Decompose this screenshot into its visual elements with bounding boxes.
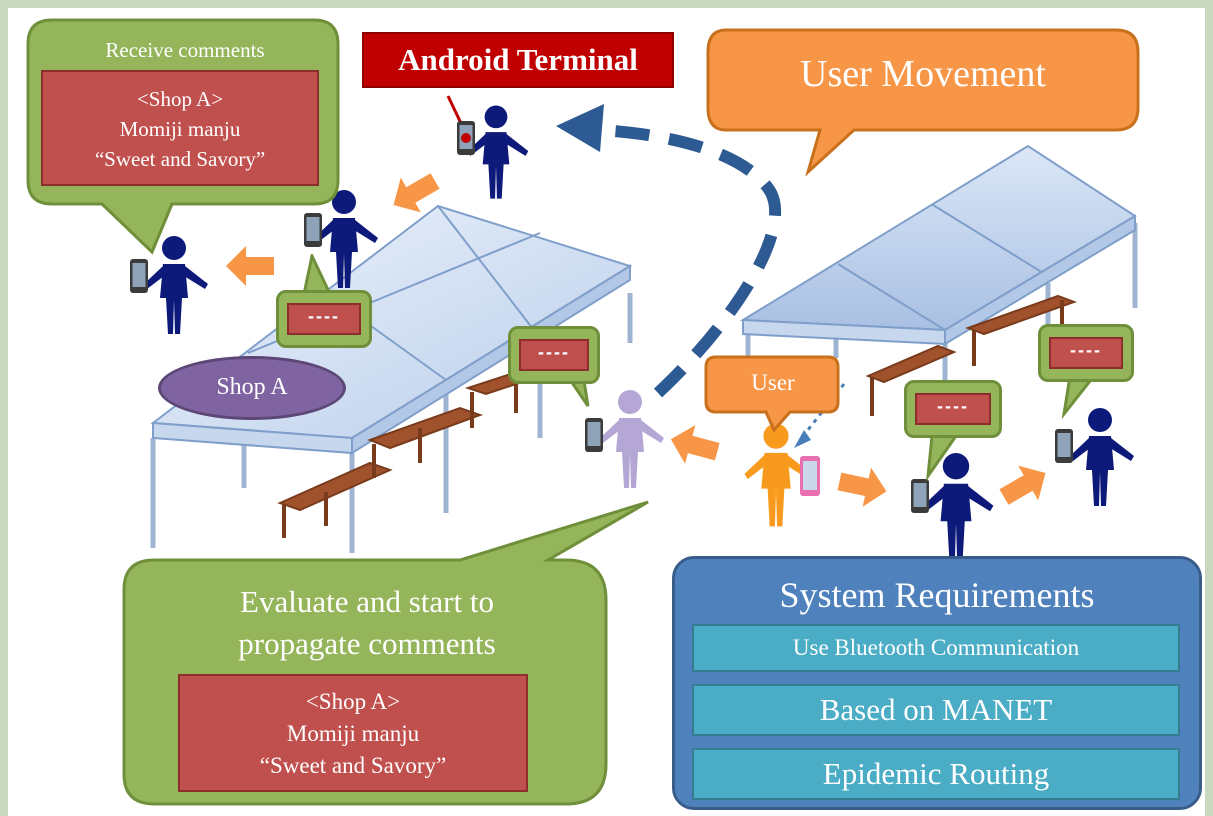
evaluate-card-shop: <Shop A> bbox=[305, 689, 401, 714]
requirement-manet: Based on MANET bbox=[692, 684, 1180, 736]
receive-card-review: “Sweet and Savory” bbox=[94, 147, 266, 171]
mini-comment-text-4: ---- bbox=[1049, 337, 1123, 369]
mini-comment-bubble-1: ---- bbox=[276, 290, 372, 348]
receive-comment-card: <Shop A> Momiji manju “Sweet and Savory” bbox=[41, 70, 319, 186]
user-movement-callout-shape bbox=[706, 28, 1140, 176]
person-lavender bbox=[600, 390, 664, 488]
requirement-epidemic-routing: Epidemic Routing bbox=[692, 748, 1180, 800]
shop-a-label: Shop A bbox=[216, 374, 288, 400]
requirement-bluetooth: Use Bluetooth Communication bbox=[692, 624, 1180, 672]
receive-card-item: Momiji manju bbox=[119, 117, 241, 141]
mini-comment-text-3: ---- bbox=[915, 393, 991, 425]
mini-comment-bubble-4: ---- bbox=[1038, 324, 1134, 382]
mini-comment-bubble-3: ---- bbox=[904, 380, 1002, 438]
scene-graphics bbox=[130, 95, 1138, 561]
android-terminal-person bbox=[467, 105, 529, 199]
user-movement-arrowhead bbox=[556, 104, 604, 152]
mini-comment-text-2: ---- bbox=[519, 339, 589, 371]
user-callout-shape bbox=[704, 355, 840, 433]
evaluate-card-item: Momiji manju bbox=[286, 721, 420, 746]
evaluate-title-line1: Evaluate and start to bbox=[240, 584, 494, 619]
shop-a-marker bbox=[158, 356, 346, 420]
evaluate-title-line2: propagate comments bbox=[238, 626, 496, 661]
receive-callout-title: Receive comments bbox=[105, 38, 265, 62]
android-terminal-label: Android Terminal bbox=[362, 32, 674, 88]
system-requirements-title: System Requirements bbox=[779, 575, 1095, 615]
user-label: User bbox=[751, 370, 795, 395]
mini-comment-bubble-2: ---- bbox=[508, 326, 600, 384]
user-movement-label: User Movement bbox=[800, 53, 1046, 95]
mini-comment-text-1: ---- bbox=[287, 303, 361, 335]
receive-card-shop: <Shop A> bbox=[136, 87, 224, 111]
mini-bubble-tail-3 bbox=[925, 434, 959, 482]
evaluate-card-review: “Sweet and Savory” bbox=[259, 753, 447, 778]
right-tent bbox=[739, 144, 1138, 418]
diagram-canvas: Receive comments <Shop A> Momiji manju “… bbox=[8, 8, 1205, 816]
evaluate-comment-card: <Shop A> Momiji manju “Sweet and Savory” bbox=[178, 674, 528, 792]
user-movement-path bbox=[597, 124, 782, 398]
